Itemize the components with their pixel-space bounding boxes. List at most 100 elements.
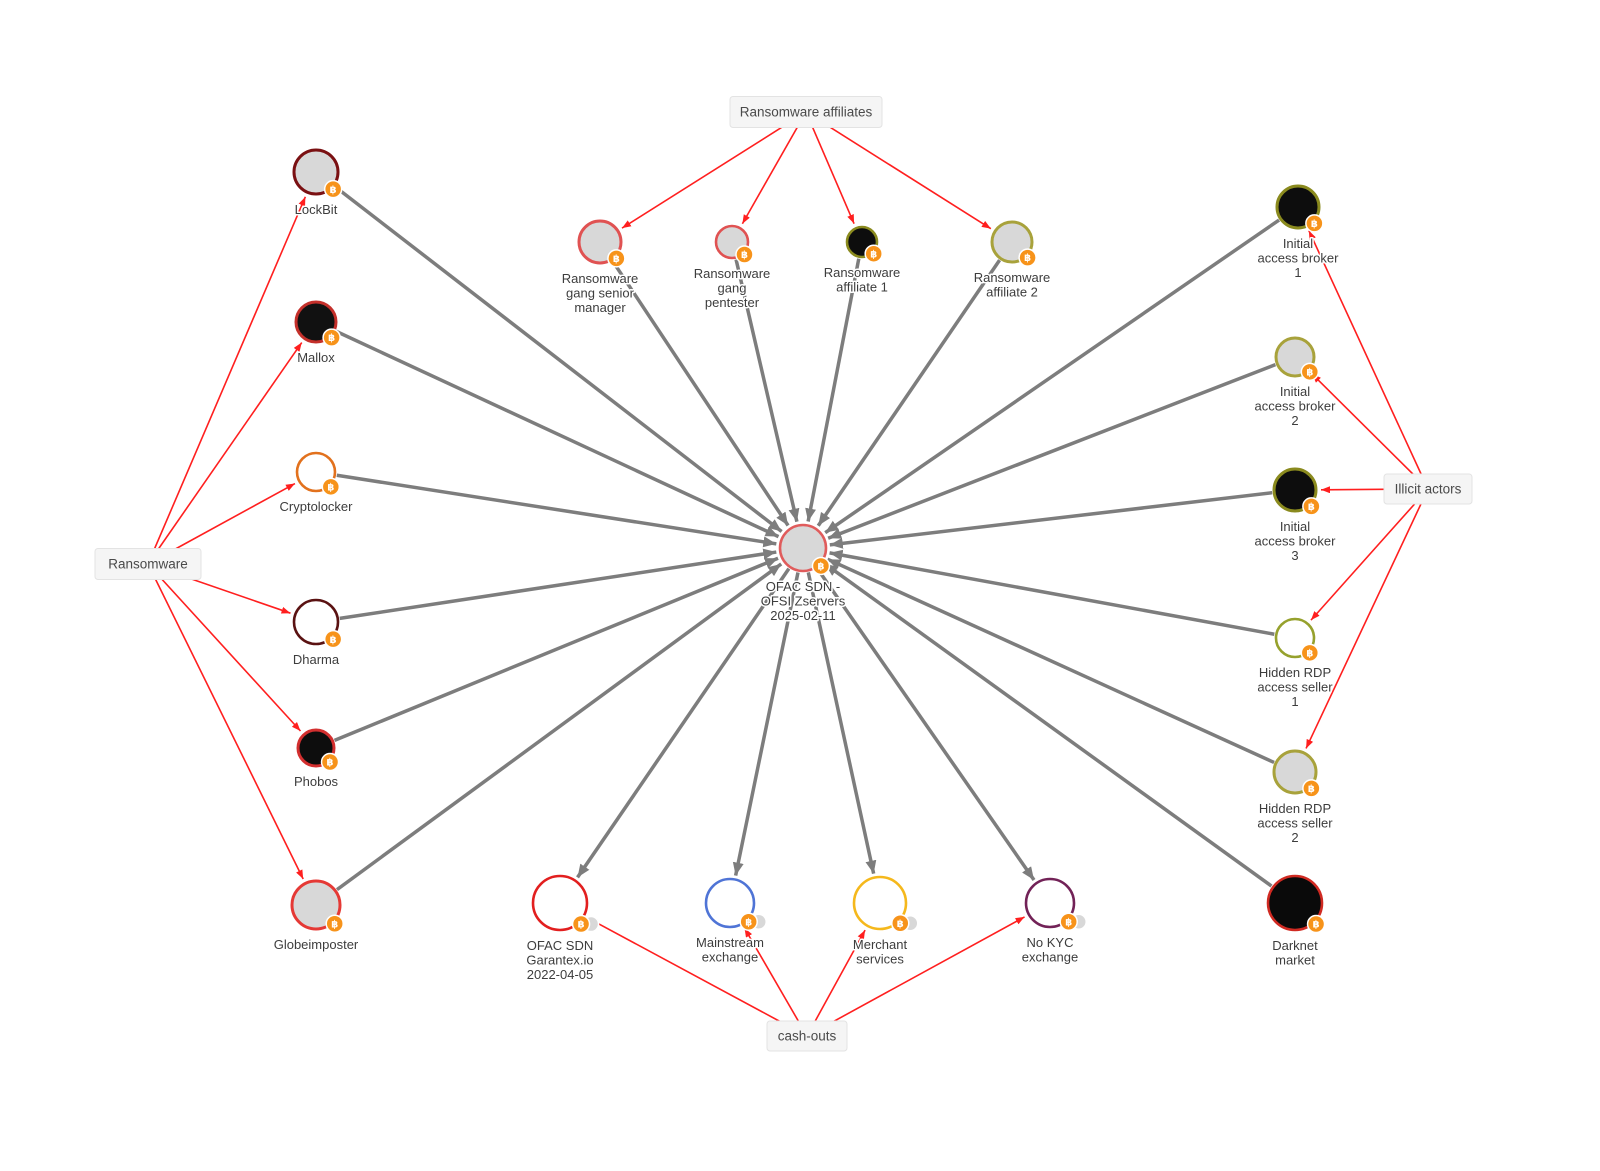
edge-dharma-to-central (339, 548, 777, 621)
edge-cash-outs-to-mainstream-exchange (743, 927, 808, 1037)
edge-illicit-actors-to-hrdp-1 (1310, 488, 1429, 621)
edge-iab-3-to-central (829, 490, 1273, 549)
node-circle-globeimposter[interactable] (290, 879, 342, 931)
edge-gang-senior-manager-to-central (611, 260, 790, 527)
edge-illicit-actors-to-iab-1 (1308, 230, 1429, 490)
bitcoin-icon-glyph: ฿ (1065, 917, 1072, 928)
edge-ransomware-affiliates-to-gang-senior-manager (621, 111, 807, 229)
bitcoin-icon-glyph: ฿ (1306, 367, 1313, 378)
node-circle-garantex[interactable] (531, 874, 589, 932)
bitcoin-icon (735, 245, 754, 264)
bitcoin-icon (1302, 497, 1321, 516)
edge-hrdp-1-to-central (829, 549, 1275, 636)
group-label-box-ransomware-affiliates[interactable] (729, 96, 883, 128)
node-mallox[interactable]: ฿Mallox (294, 300, 341, 367)
group-label-box-illicit-actors[interactable] (1383, 473, 1473, 505)
edge-gang-pentester-to-central (734, 259, 800, 523)
node-label-phobos: Phobos (294, 774, 339, 789)
group-label-box-ransomware[interactable] (94, 548, 202, 580)
edge-iab-2-to-central (827, 362, 1277, 540)
bitcoin-icon-glyph: ฿ (1313, 920, 1320, 931)
edge-ransomware-affiliates-to-affiliate-2 (805, 111, 992, 230)
node-circle-merchant-services[interactable] (852, 875, 908, 931)
node-lockbit[interactable]: ฿LockBit (292, 148, 343, 219)
node-label-cryptolocker: Cryptolocker (280, 499, 354, 514)
group-label-text-ransomware: Ransomware (108, 557, 188, 572)
edge-cash-outs-to-merchant-services (806, 929, 866, 1037)
node-circle-darknet-market[interactable] (1266, 874, 1324, 932)
edge-affiliate-2-to-central (816, 259, 1002, 527)
group-label-illicit-actors[interactable]: Illicit actors (1383, 473, 1473, 505)
bitcoin-icon (1300, 362, 1320, 382)
bitcoin-icon (320, 752, 340, 772)
edge-ransomware-affiliates-to-affiliate-1 (805, 111, 855, 224)
bitcoin-icon-glyph: ฿ (613, 254, 620, 265)
bitcoin-icon-glyph: ฿ (331, 919, 338, 930)
bitcoin-icon (1305, 214, 1324, 233)
bitcoin-icon-glyph: ฿ (817, 562, 824, 573)
edge-globeimposter-to-central (335, 562, 783, 892)
bitcoin-icon-glyph: ฿ (578, 920, 585, 931)
node-dharma[interactable]: ฿Dharma (291, 598, 343, 669)
bitcoin-icon (571, 914, 591, 934)
bitcoin-icon (1059, 912, 1078, 931)
edge-central-to-no-kyc-exchange (815, 567, 1036, 882)
node-circle-mainstream-exchange[interactable] (704, 877, 756, 929)
node-globeimposter[interactable]: ฿Globeimposter (272, 879, 360, 954)
group-label-ransomware[interactable]: Ransomware (94, 548, 202, 580)
node-circle-no-kyc-exchange[interactable] (1024, 877, 1076, 929)
bitcoin-icon (891, 914, 910, 933)
node-cryptolocker[interactable]: ฿Cryptolocker (278, 451, 355, 516)
edge-affiliate-1-to-central (805, 258, 861, 522)
bitcoin-icon-glyph: ฿ (870, 249, 877, 260)
bitcoin-icon (607, 249, 626, 268)
edge-ransomware-to-globeimposter (147, 563, 304, 880)
group-label-cash-outs[interactable]: cash-outs (766, 1020, 848, 1052)
bitcoin-icon (1018, 248, 1037, 267)
bitcoin-icon-glyph: ฿ (745, 917, 752, 928)
edge-central-to-garantex (576, 567, 791, 879)
node-phobos[interactable]: ฿Phobos (292, 728, 340, 791)
bitcoin-icon (811, 556, 831, 576)
group-label-text-ransomware-affiliates: Ransomware affiliates (740, 105, 873, 120)
bitcoin-icon-glyph: ฿ (897, 919, 904, 930)
bitcoin-icon-glyph: ฿ (1306, 648, 1313, 659)
bitcoin-icon (1306, 914, 1326, 934)
bitcoin-icon (1300, 643, 1320, 663)
bitcoin-icon (1302, 779, 1321, 798)
group-label-ransomware-affiliates[interactable]: Ransomware affiliates (729, 96, 883, 128)
node-label-mallox: Mallox (297, 350, 335, 365)
bitcoin-icon-glyph: ฿ (741, 250, 748, 261)
bitcoin-icon-glyph: ฿ (1024, 253, 1031, 264)
group-label-box-cash-outs[interactable] (766, 1020, 848, 1052)
edge-lockbit-to-central (333, 185, 783, 533)
bitcoin-icon (325, 914, 344, 933)
